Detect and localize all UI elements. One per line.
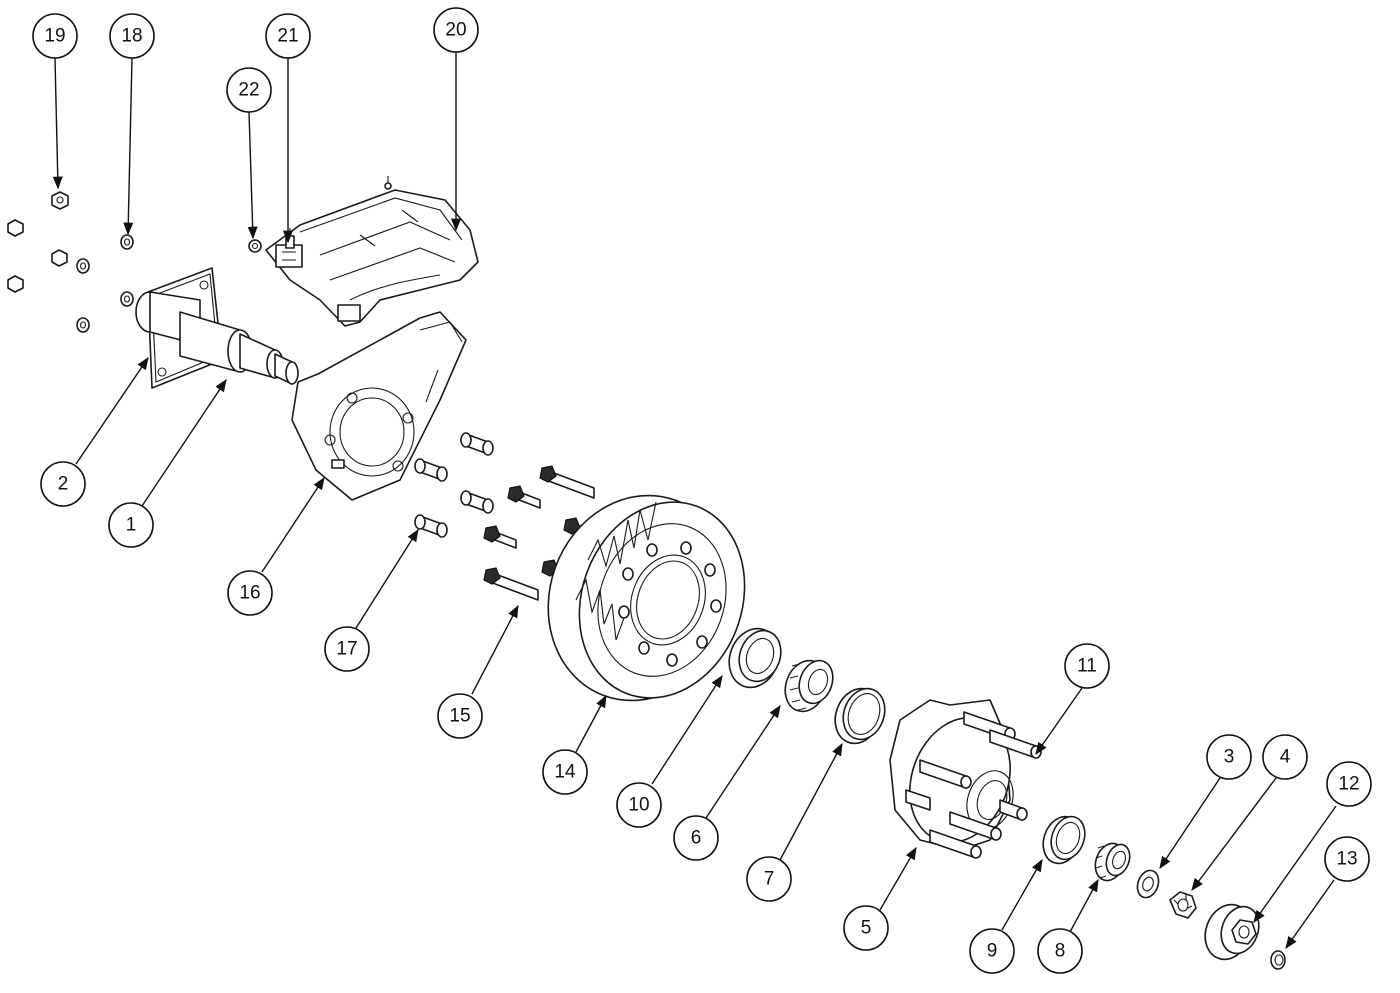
svg-text:12: 12 xyxy=(1338,774,1359,795)
svg-text:11: 11 xyxy=(1077,656,1097,677)
balloon-7: 7 xyxy=(746,856,792,902)
svg-text:15: 15 xyxy=(449,706,470,727)
svg-text:5: 5 xyxy=(861,918,872,939)
svg-text:2: 2 xyxy=(58,474,69,495)
seal-part-10 xyxy=(728,627,782,689)
balloons: 19 18 21 20 22 2 1 16 17 15 14 10 6 7 5 … xyxy=(32,7,1372,974)
balloon-16: 16 xyxy=(227,570,273,616)
svg-text:9: 9 xyxy=(987,941,998,962)
balloon-6: 6 xyxy=(673,815,719,861)
svg-text:21: 21 xyxy=(277,26,298,47)
svg-text:14: 14 xyxy=(554,762,576,783)
lug-nuts-cluster xyxy=(7,191,134,333)
balloon-22: 22 xyxy=(226,67,272,113)
wheel-studs-part-11 xyxy=(905,711,1042,859)
balloon-5: 5 xyxy=(843,905,889,951)
balloon-14: 14 xyxy=(542,749,588,795)
balloon-18: 18 xyxy=(109,13,155,59)
bolts-part-17 xyxy=(414,432,494,538)
bearing-cone-part-6 xyxy=(784,659,834,713)
svg-text:10: 10 xyxy=(628,795,649,816)
washer-part-3 xyxy=(1136,869,1160,899)
balloon-12: 12 xyxy=(1326,761,1372,807)
fitting-part-22 xyxy=(248,239,262,253)
nut-part-19 xyxy=(51,191,69,210)
svg-text:20: 20 xyxy=(445,20,466,41)
balloon-3: 3 xyxy=(1206,734,1252,780)
plug-part-13 xyxy=(1270,950,1286,970)
svg-text:13: 13 xyxy=(1336,849,1357,870)
balloon-8: 8 xyxy=(1037,928,1083,974)
balloon-13: 13 xyxy=(1324,836,1370,882)
balloon-15: 15 xyxy=(437,693,483,739)
balloon-9: 9 xyxy=(969,928,1015,974)
castle-nut-part-4 xyxy=(1169,891,1197,919)
balloon-21: 21 xyxy=(265,13,311,59)
bearing-cup-part-7 xyxy=(834,687,886,745)
svg-text:3: 3 xyxy=(1224,747,1235,768)
balloon-10: 10 xyxy=(616,782,662,828)
svg-text:17: 17 xyxy=(336,639,357,660)
svg-text:7: 7 xyxy=(764,869,775,890)
balloon-17: 17 xyxy=(324,626,370,672)
svg-text:18: 18 xyxy=(121,26,142,47)
bolts-part-15 xyxy=(483,465,597,601)
spindle-part-1 xyxy=(135,291,299,385)
caliper-part-20 xyxy=(265,176,479,327)
balloon-11: 11 xyxy=(1064,643,1110,689)
brake-rotor-part-14 xyxy=(547,494,746,702)
hub-cap-part-12 xyxy=(1204,903,1260,961)
svg-text:19: 19 xyxy=(44,26,65,47)
washer-part-18 xyxy=(120,234,134,250)
svg-text:16: 16 xyxy=(239,583,260,604)
balloon-2: 2 xyxy=(40,461,86,507)
svg-text:6: 6 xyxy=(691,828,702,849)
svg-text:1: 1 xyxy=(126,515,137,536)
balloon-4: 4 xyxy=(1262,734,1308,780)
balloon-1: 1 xyxy=(108,502,154,548)
svg-text:8: 8 xyxy=(1055,941,1066,962)
balloon-20: 20 xyxy=(433,7,479,53)
svg-text:22: 22 xyxy=(238,80,259,101)
outer-bearing-cup-part-9 xyxy=(1042,815,1086,865)
caliper-bracket-part-16 xyxy=(291,311,467,501)
leader-lines xyxy=(52,52,1337,950)
svg-text:4: 4 xyxy=(1280,747,1291,768)
outer-bearing-cone-part-8 xyxy=(1094,842,1131,882)
balloon-19: 19 xyxy=(32,13,78,59)
